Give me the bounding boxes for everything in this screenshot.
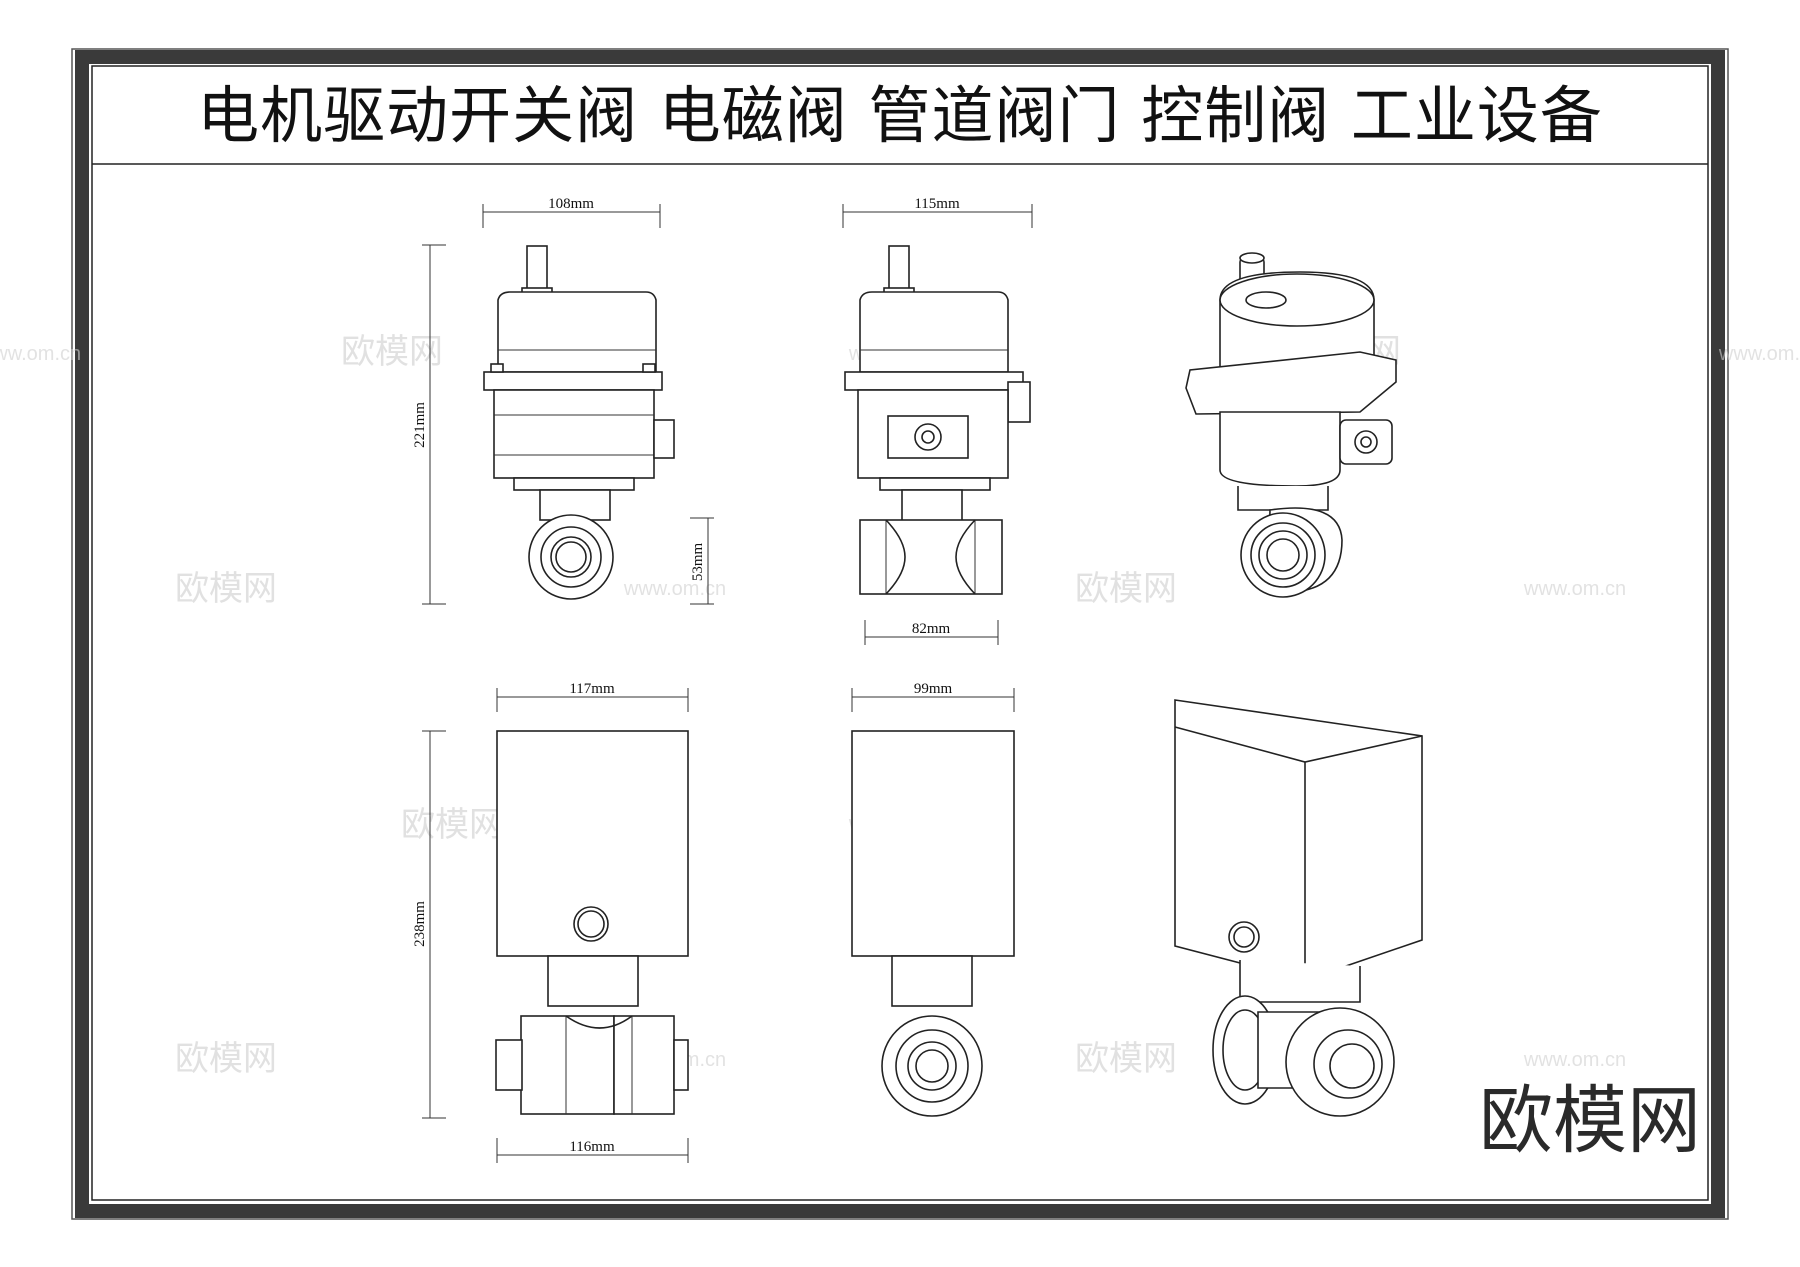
box-side-view-dimensions: 99mm [851, 681, 1015, 712]
watermark-url: www.om.cn [1718, 343, 1800, 365]
box-front-view-dimensions: 117mm 238mm 116mm [412, 681, 689, 1163]
brand-logo: 欧模网 [1479, 1078, 1701, 1164]
watermark-url: www.om.cn [623, 578, 726, 600]
dimension-label-pipe-height: 53mm [690, 543, 706, 582]
box-isometric-view-drawing [1174, 699, 1423, 1117]
side-view-drawing [844, 245, 1031, 595]
side-view-dimensions: 115mm 82mm [842, 196, 1033, 645]
sheet-frame [71, 48, 1729, 1220]
dimension-label-pipe-width: 82mm [912, 621, 951, 637]
page-title: 电机驱动开关阀 电磁阀 管道阀门 控制阀 工业设备 [197, 79, 1603, 152]
box-front-view-drawing [495, 730, 689, 1115]
watermark-text: 欧模网 [175, 1039, 277, 1079]
watermark-url: www.om.cn [1523, 1049, 1626, 1071]
watermark-layer: 欧模网 欧模网 欧模网 欧模网 欧模网 欧模网 欧模网 欧模网 www.om.c… [0, 332, 1800, 1079]
watermark-text: 欧模网 [1075, 1039, 1177, 1079]
dimension-label-height: 221mm [412, 402, 428, 448]
dimension-label-width: 108mm [548, 196, 594, 212]
watermark-url: www.om.cn [1523, 578, 1626, 600]
front-view-dimensions: 108mm 221mm 53mm [412, 196, 714, 605]
dimension-label-width: 99mm [914, 681, 953, 697]
front-view-drawing [483, 245, 675, 600]
watermark-text: 欧模网 [1075, 569, 1177, 609]
watermark-text: 欧模网 [401, 805, 503, 845]
dimension-label-width: 117mm [569, 681, 615, 697]
dimension-label-height: 238mm [412, 901, 428, 947]
watermark-text: 欧模网 [175, 569, 277, 609]
box-side-view-drawing [851, 730, 1015, 1117]
watermark-text: 欧模网 [341, 332, 443, 372]
watermark-url: www.om.cn [0, 343, 81, 365]
dimension-label-width: 115mm [914, 196, 960, 212]
dimension-label-pipe-width: 116mm [569, 1139, 615, 1155]
isometric-view-drawing [1185, 252, 1397, 598]
